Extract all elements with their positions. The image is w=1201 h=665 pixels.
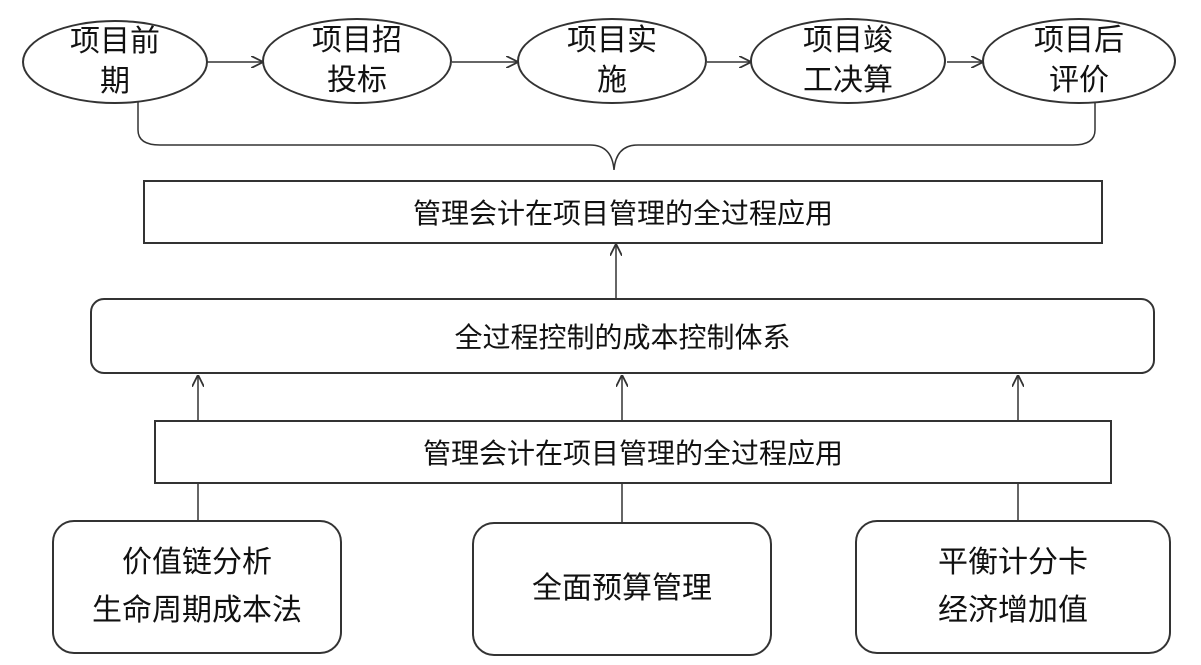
application-box-middle: 管理会计在项目管理的全过程应用 xyxy=(154,420,1112,484)
stage-ellipse-1: 项目前 期 xyxy=(22,20,208,104)
method-box-center: 全面预算管理 xyxy=(472,522,772,656)
stage-ellipse-5: 项目后 评价 xyxy=(982,18,1176,104)
method-box-right: 平衡计分卡 经济增加值 xyxy=(855,520,1171,654)
application-box-top: 管理会计在项目管理的全过程应用 xyxy=(143,180,1103,244)
stage-ellipse-4: 项目竣 工决算 xyxy=(750,18,946,104)
method-box-left: 价值链分析 生命周期成本法 xyxy=(52,520,342,654)
stage-brace xyxy=(137,102,1096,171)
stage-ellipse-3: 项目实 施 xyxy=(517,18,707,104)
stage-ellipse-2: 项目招 投标 xyxy=(262,18,452,104)
cost-control-system-box: 全过程控制的成本控制体系 xyxy=(90,298,1155,374)
